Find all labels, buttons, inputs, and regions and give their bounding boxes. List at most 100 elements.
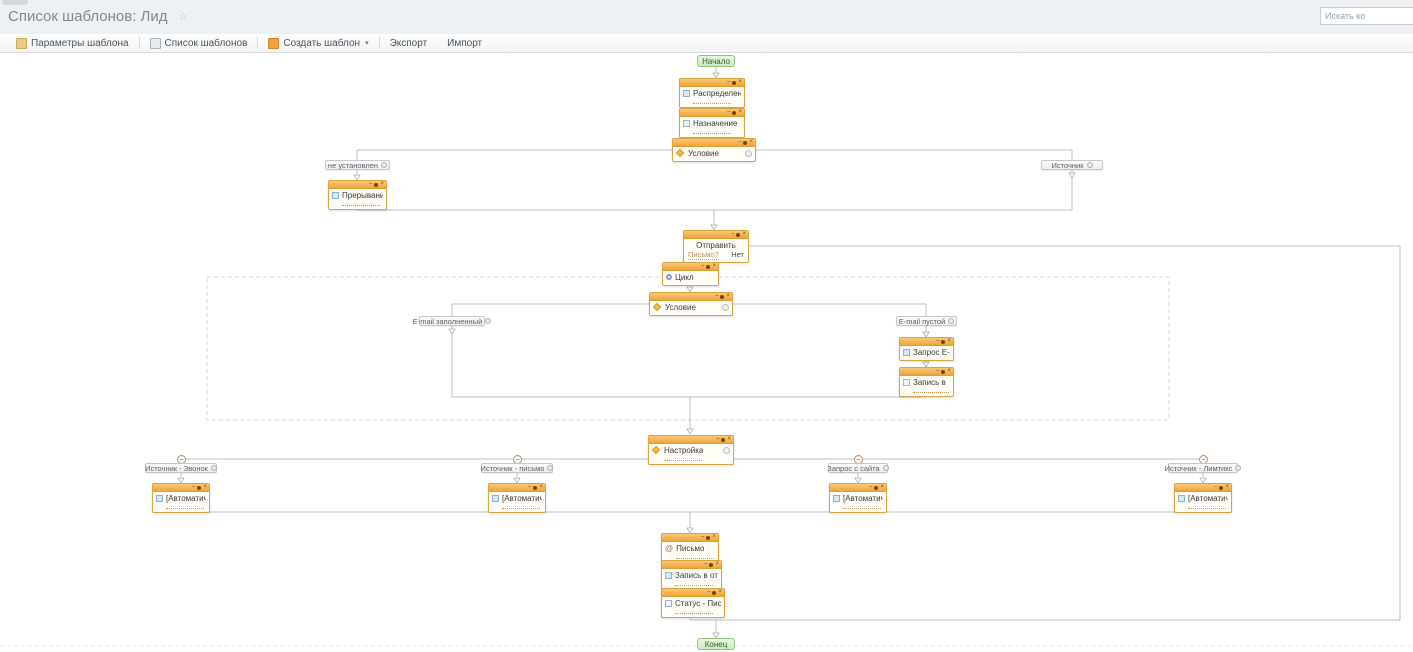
- branch-label-site-request[interactable]: Запрос с сайта: [827, 463, 889, 473]
- node-record[interactable]: –× Запись в: [899, 367, 954, 397]
- minimize-icon[interactable]: –: [1214, 484, 1218, 490]
- minimize-icon[interactable]: –: [936, 368, 940, 374]
- minimize-icon[interactable]: –: [528, 484, 532, 490]
- close-icon[interactable]: ×: [749, 139, 753, 145]
- node-setup[interactable]: –× Настройка: [648, 435, 734, 465]
- minimize-icon[interactable]: –: [738, 139, 742, 145]
- node-send-question[interactable]: –× Отправить Письмо? Нет: [683, 230, 749, 263]
- close-icon[interactable]: ×: [712, 263, 716, 269]
- start-node[interactable]: Начало: [697, 55, 735, 67]
- minimize-icon[interactable]: –: [731, 231, 735, 237]
- gear-icon[interactable]: [736, 232, 741, 237]
- gear-icon[interactable]: [712, 590, 717, 595]
- gear-icon[interactable]: [533, 485, 538, 490]
- gear-icon[interactable]: [1235, 465, 1242, 471]
- minimize-icon[interactable]: –: [716, 436, 720, 442]
- close-icon[interactable]: ×: [738, 79, 742, 85]
- minimize-icon[interactable]: –: [701, 534, 705, 540]
- node-loop[interactable]: –× Цикл: [662, 262, 719, 286]
- close-icon[interactable]: ×: [726, 293, 730, 299]
- close-icon[interactable]: ×: [947, 338, 951, 344]
- add-branch-icon[interactable]: [745, 150, 752, 157]
- minimize-icon[interactable]: –: [192, 484, 196, 490]
- gear-icon[interactable]: [485, 318, 492, 324]
- tab-import[interactable]: Импорт: [437, 34, 492, 53]
- answer-left[interactable]: Письмо?: [688, 250, 719, 260]
- node-assign[interactable]: –× Назначение: [679, 108, 745, 138]
- close-icon[interactable]: ×: [203, 484, 207, 490]
- gear-icon[interactable]: [1219, 485, 1224, 490]
- close-icon[interactable]: ×: [742, 231, 746, 237]
- gear-icon[interactable]: [210, 465, 217, 471]
- tab-create-template[interactable]: Создать шаблон ▾: [258, 34, 378, 53]
- close-icon[interactable]: ×: [738, 109, 742, 115]
- gear-icon[interactable]: [732, 110, 737, 115]
- tab-template-params[interactable]: Параметры шаблона: [6, 34, 139, 53]
- branch-label-not-set[interactable]: не установлен: [325, 160, 390, 170]
- close-icon[interactable]: ×: [1225, 484, 1229, 490]
- minimize-icon[interactable]: –: [727, 109, 731, 115]
- node-condition-1[interactable]: –× Условие: [672, 138, 756, 162]
- gear-icon[interactable]: [941, 339, 946, 344]
- close-icon[interactable]: ×: [380, 181, 384, 187]
- minimize-icon[interactable]: –: [701, 263, 705, 269]
- close-icon[interactable]: ×: [718, 589, 722, 595]
- close-icon[interactable]: ×: [712, 534, 716, 540]
- node-letter[interactable]: –× @Письмо: [661, 533, 719, 563]
- branch-label-email-empty[interactable]: E-mail пустой: [896, 316, 957, 326]
- node-auto-site[interactable]: –× [Автоматическое: [829, 483, 887, 513]
- gear-icon[interactable]: [709, 562, 714, 567]
- node-distribute[interactable]: – × Распределение: [679, 78, 745, 108]
- gear-icon[interactable]: [706, 535, 711, 540]
- close-icon[interactable]: ×: [727, 436, 731, 442]
- minimize-icon[interactable]: –: [707, 589, 711, 595]
- close-icon[interactable]: ×: [539, 484, 543, 490]
- gear-icon[interactable]: [1086, 162, 1093, 168]
- end-node[interactable]: Конец: [697, 638, 735, 650]
- favorite-star-icon[interactable]: ☆: [178, 11, 188, 23]
- add-branch-icon[interactable]: [723, 447, 730, 454]
- gear-icon[interactable]: [706, 264, 711, 269]
- node-auto-mail[interactable]: –× [Автоматическая: [488, 483, 546, 513]
- add-branch-icon[interactable]: [722, 304, 729, 311]
- node-report[interactable]: –× Запись в отчет: [661, 560, 722, 590]
- gear-icon[interactable]: [721, 437, 726, 442]
- search-input[interactable]: [1320, 7, 1413, 25]
- minimize-icon[interactable]: –: [369, 181, 373, 187]
- node-auto-landing[interactable]: –× [Автоматическое: [1174, 483, 1232, 513]
- gear-icon[interactable]: [743, 140, 748, 145]
- node-auto-call[interactable]: –× [Автоматическая: [152, 483, 210, 513]
- minimize-icon[interactable]: –: [715, 293, 719, 299]
- close-icon[interactable]: ×: [880, 484, 884, 490]
- gear-icon[interactable]: [547, 465, 554, 471]
- node-status[interactable]: –× Статус - Письмо: [661, 588, 725, 618]
- node-interrupt[interactable]: –× Прерывание: [328, 180, 387, 210]
- gear-icon[interactable]: [374, 182, 379, 187]
- close-icon[interactable]: ×: [947, 368, 951, 374]
- node-body: Распределение: [680, 87, 744, 107]
- minimize-icon[interactable]: –: [869, 484, 873, 490]
- gear-icon[interactable]: [948, 318, 955, 324]
- branch-label-source-landing[interactable]: Источник - Лимтикс: [1165, 463, 1242, 473]
- minimize-icon[interactable]: –: [704, 561, 708, 567]
- gear-icon[interactable]: [732, 80, 737, 85]
- gear-icon[interactable]: [720, 294, 725, 299]
- tab-template-list[interactable]: Список шаблонов: [140, 34, 258, 53]
- minimize-icon[interactable]: –: [727, 79, 731, 85]
- gear-icon[interactable]: [874, 485, 879, 490]
- node-condition-2[interactable]: –× Условие: [649, 292, 733, 316]
- gear-icon[interactable]: [197, 485, 202, 490]
- tab-export[interactable]: Экспорт: [380, 34, 438, 53]
- gear-icon[interactable]: [882, 465, 889, 471]
- answer-right[interactable]: Нет: [731, 250, 744, 259]
- branch-label-email-filled[interactable]: E-mail заполненный: [413, 316, 492, 326]
- branch-label-source-mail[interactable]: Источник - письмо: [481, 463, 554, 473]
- node-request-email[interactable]: –× Запрос E-mail: [899, 337, 954, 361]
- node-description-dots: [693, 99, 731, 104]
- close-icon[interactable]: ×: [715, 561, 719, 567]
- gear-icon[interactable]: [941, 369, 946, 374]
- branch-label-source-call[interactable]: Источник - Звонок: [145, 463, 217, 473]
- gear-icon[interactable]: [381, 162, 388, 168]
- branch-label-source[interactable]: Источник: [1041, 160, 1103, 170]
- minimize-icon[interactable]: –: [936, 338, 940, 344]
